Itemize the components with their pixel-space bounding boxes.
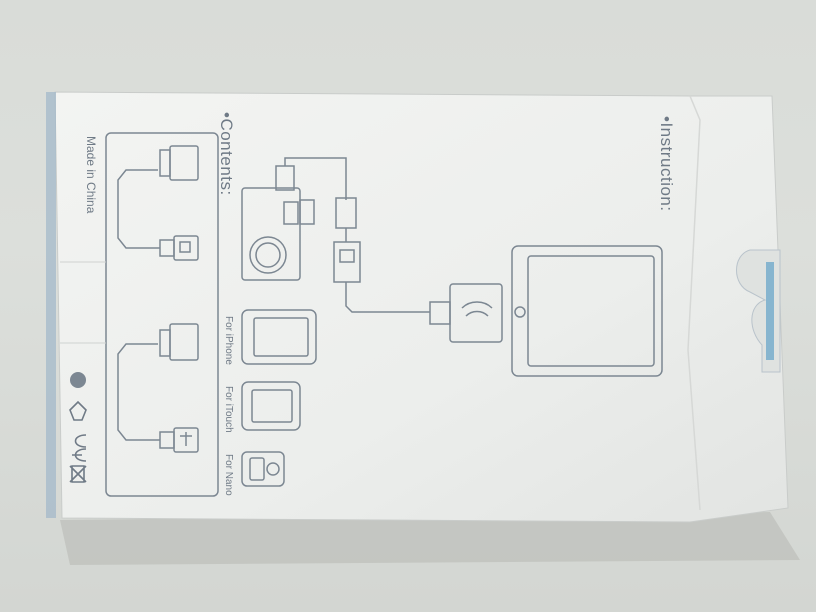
hanger-slot-blue: [766, 262, 774, 360]
for-iphone-label: For iPhone: [223, 316, 234, 365]
flap-crease: [687, 95, 701, 511]
contents-heading: •Contents:: [217, 112, 236, 196]
for-itouch-label: For iTouch: [223, 386, 234, 433]
ipad-diagram: [511, 245, 663, 377]
camera-diagram: [241, 157, 503, 343]
for-nano-label: For Nano: [223, 454, 234, 496]
box-shadow: [60, 512, 800, 565]
device-iphone: [241, 309, 317, 365]
device-itouch: [241, 381, 301, 431]
box-edge-strip: [46, 92, 56, 518]
device-nano: [241, 451, 285, 487]
contents-frame: [105, 132, 219, 497]
made-in-china-label: Made in China: [84, 136, 98, 214]
cable-two: [117, 323, 199, 453]
recycle-icon: [70, 372, 86, 388]
packaging-box: [54, 91, 789, 523]
cable-one: [117, 145, 199, 261]
ce-mark-icon: [72, 434, 87, 462]
weee-bin-icon: [69, 465, 87, 483]
compliance-icons: [69, 372, 87, 483]
recycle-symbol-icon: [69, 400, 87, 421]
instruction-heading: •Instruction:: [657, 116, 676, 212]
